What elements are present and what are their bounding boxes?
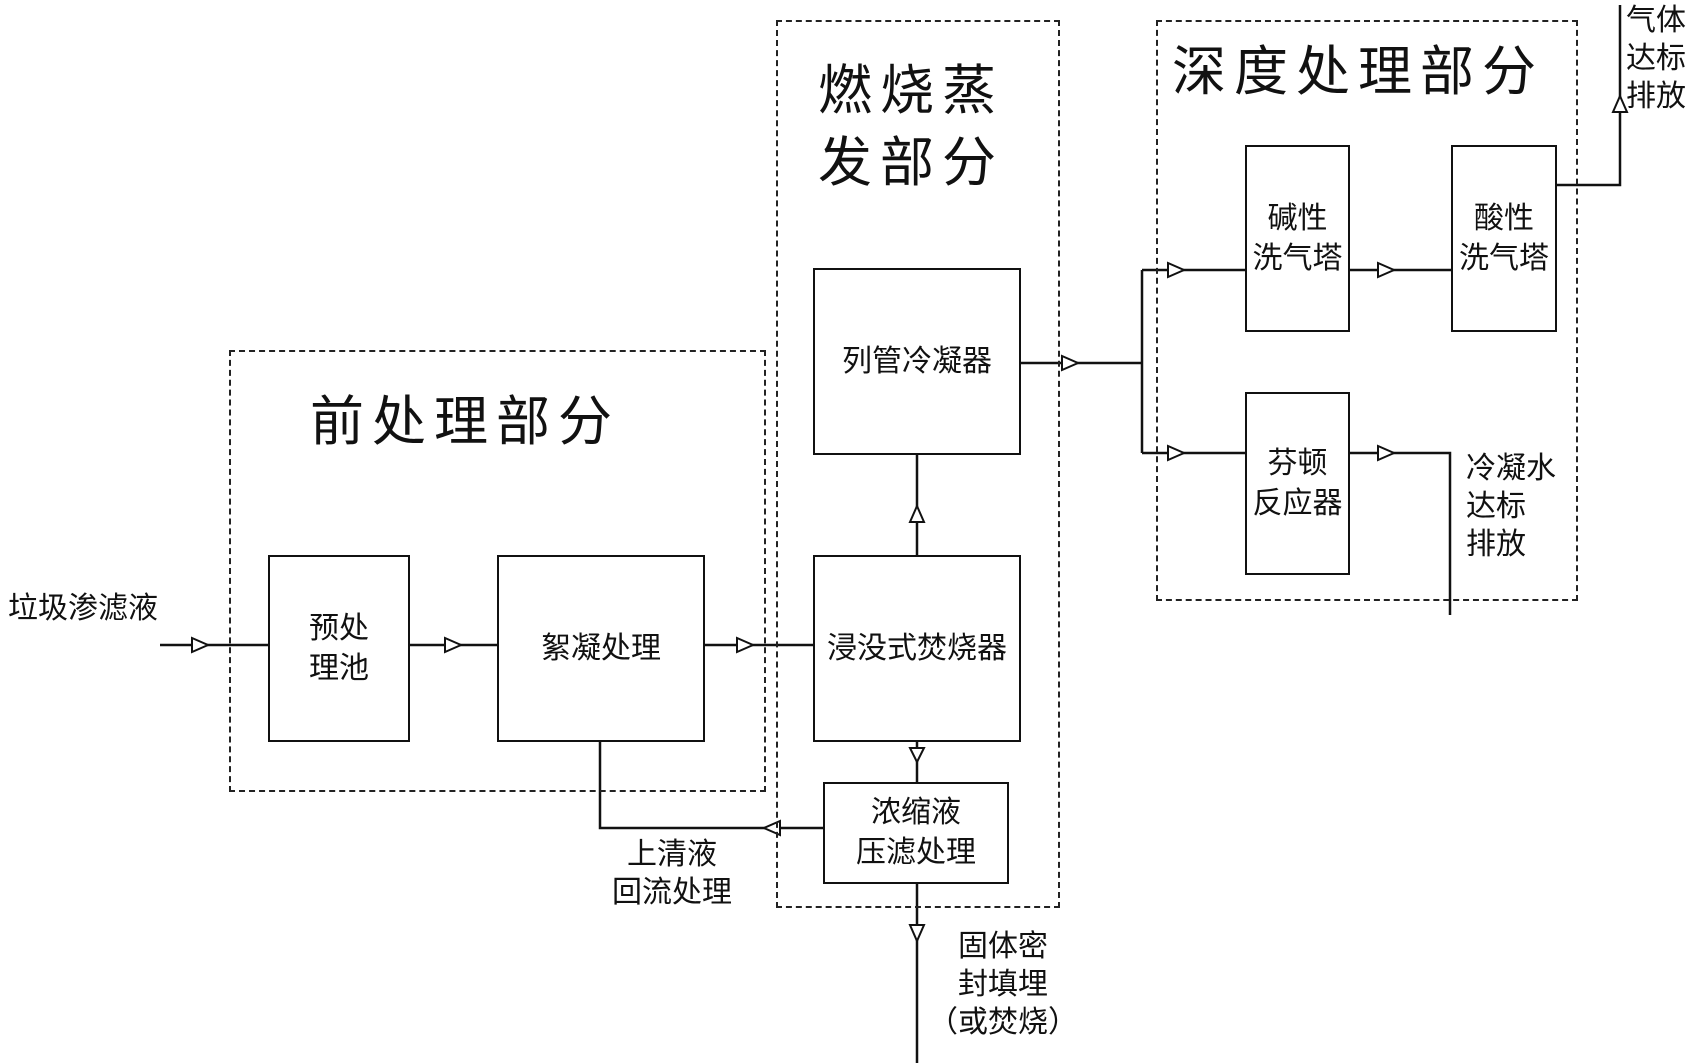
flocculation-box: 絮凝处理	[497, 555, 705, 742]
arrow-icon	[908, 747, 926, 765]
input-label: 垃圾渗滤液	[8, 591, 158, 626]
supernatant-label: 上清液 回流处理	[612, 837, 732, 910]
solid-disposal-label: 固体密 封填埋 （或焚烧）	[928, 929, 1078, 1040]
arrow-icon	[1061, 354, 1081, 372]
fenton-reactor-box: 芬顿 反应器	[1245, 392, 1350, 575]
arrow-icon	[1611, 93, 1629, 113]
arrow-icon	[908, 924, 926, 944]
deep-treatment-region	[1156, 20, 1578, 601]
arrow-icon	[1377, 261, 1397, 279]
arrow-icon	[1377, 444, 1397, 462]
alkaline-scrubber-box: 碱性 洗气塔	[1245, 145, 1350, 332]
arrow-icon	[736, 636, 756, 654]
tube-condenser-box: 列管冷凝器	[813, 268, 1021, 455]
acid-scrubber-box: 酸性 洗气塔	[1451, 145, 1557, 332]
condensate-discharge-label: 冷凝水 达标 排放	[1466, 451, 1556, 562]
combustion-region	[776, 20, 1060, 908]
pretreatment-pool-box: 预处 理池	[268, 555, 410, 742]
deep-treatment-title: 深度处理部分	[1172, 40, 1544, 103]
arrow-icon	[191, 636, 211, 654]
arrow-icon	[1167, 261, 1187, 279]
concentrate-filter-box: 浓缩液 压滤处理	[823, 782, 1009, 884]
arrow-icon	[444, 636, 464, 654]
arrow-icon	[908, 503, 926, 523]
pretreatment-region	[229, 350, 766, 792]
submerged-incinerator-box: 浸没式焚烧器	[813, 555, 1021, 742]
pretreatment-title: 前处理部分	[310, 390, 620, 453]
arrow-icon	[1167, 444, 1187, 462]
combustion-title: 燃烧蒸 发部分	[818, 59, 1004, 194]
gas-discharge-label: 气体 达标 排放	[1626, 3, 1686, 114]
